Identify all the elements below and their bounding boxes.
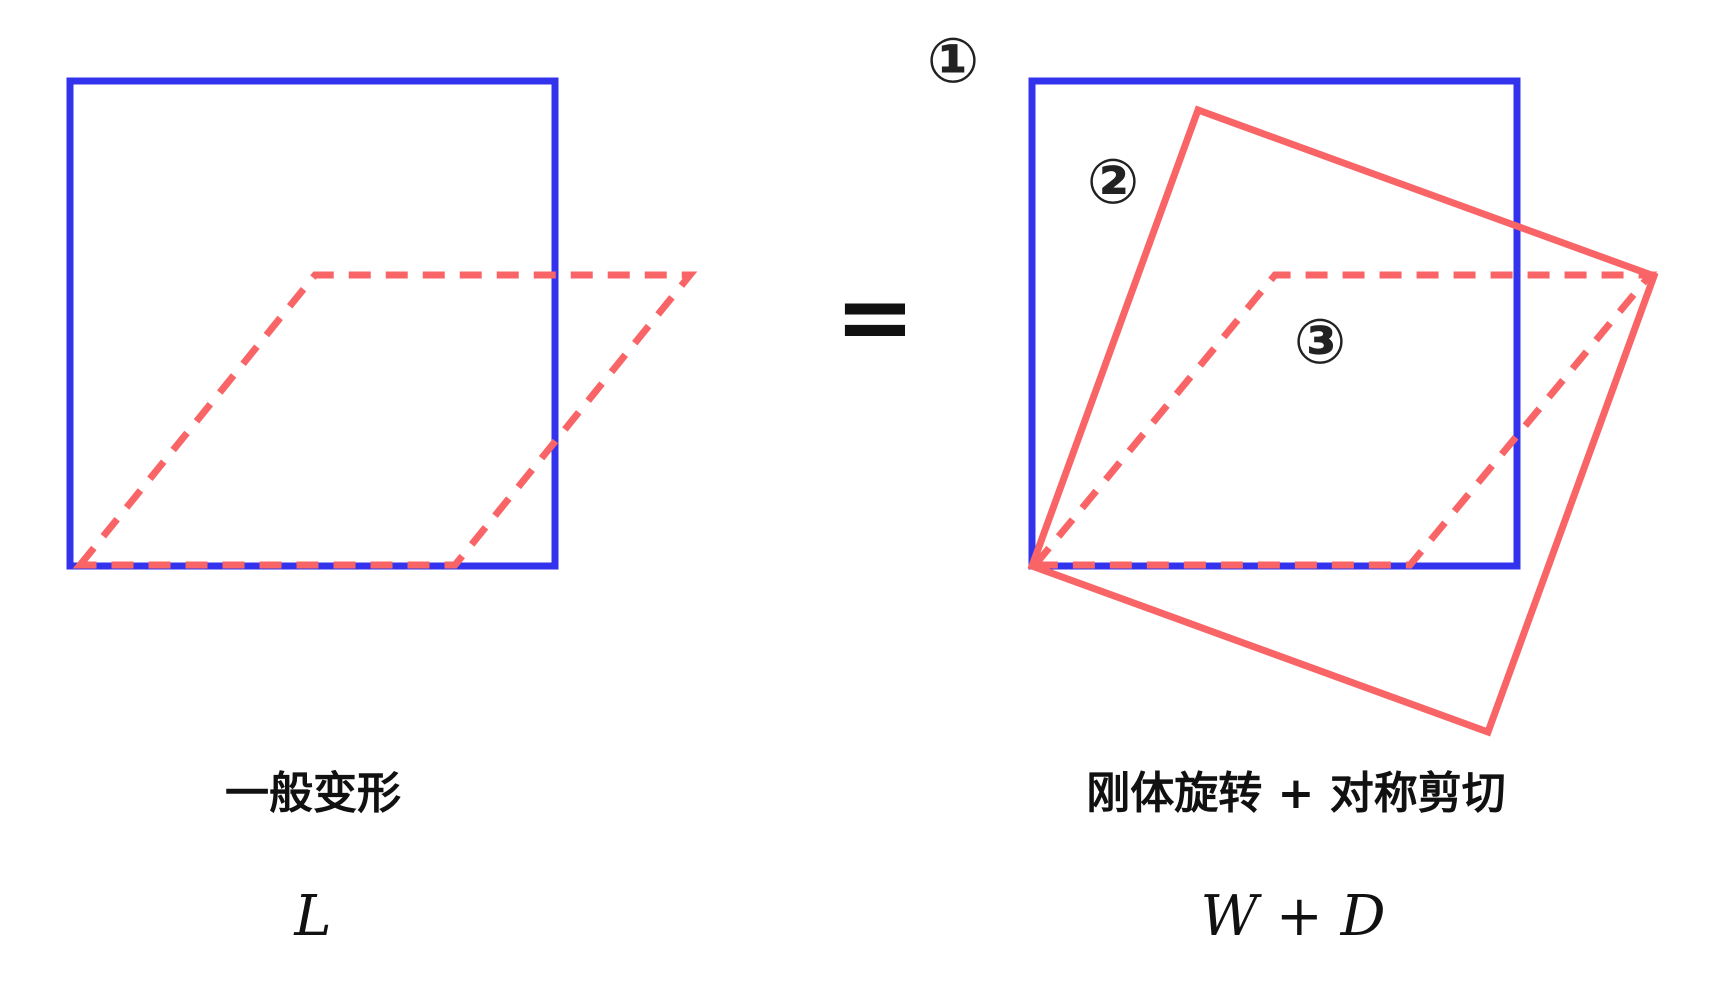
left-panel	[66, 77, 698, 570]
left-reference-square	[66, 77, 559, 570]
left-formula: L	[293, 884, 331, 949]
right-panel: ① ② ③	[927, 24, 1659, 737]
left-sheared-parallelogram	[72, 271, 698, 569]
right-formula: W + D	[1201, 884, 1386, 949]
right-caption: 刚体旋转 + 对称剪切	[1086, 768, 1506, 819]
marker-3: ③	[1294, 305, 1347, 378]
marker-2: ②	[1087, 145, 1140, 218]
rotated-square	[1027, 105, 1659, 737]
marker-1: ①	[927, 24, 980, 97]
left-caption: 一般变形	[225, 768, 401, 819]
equals-sign: =	[835, 261, 915, 373]
